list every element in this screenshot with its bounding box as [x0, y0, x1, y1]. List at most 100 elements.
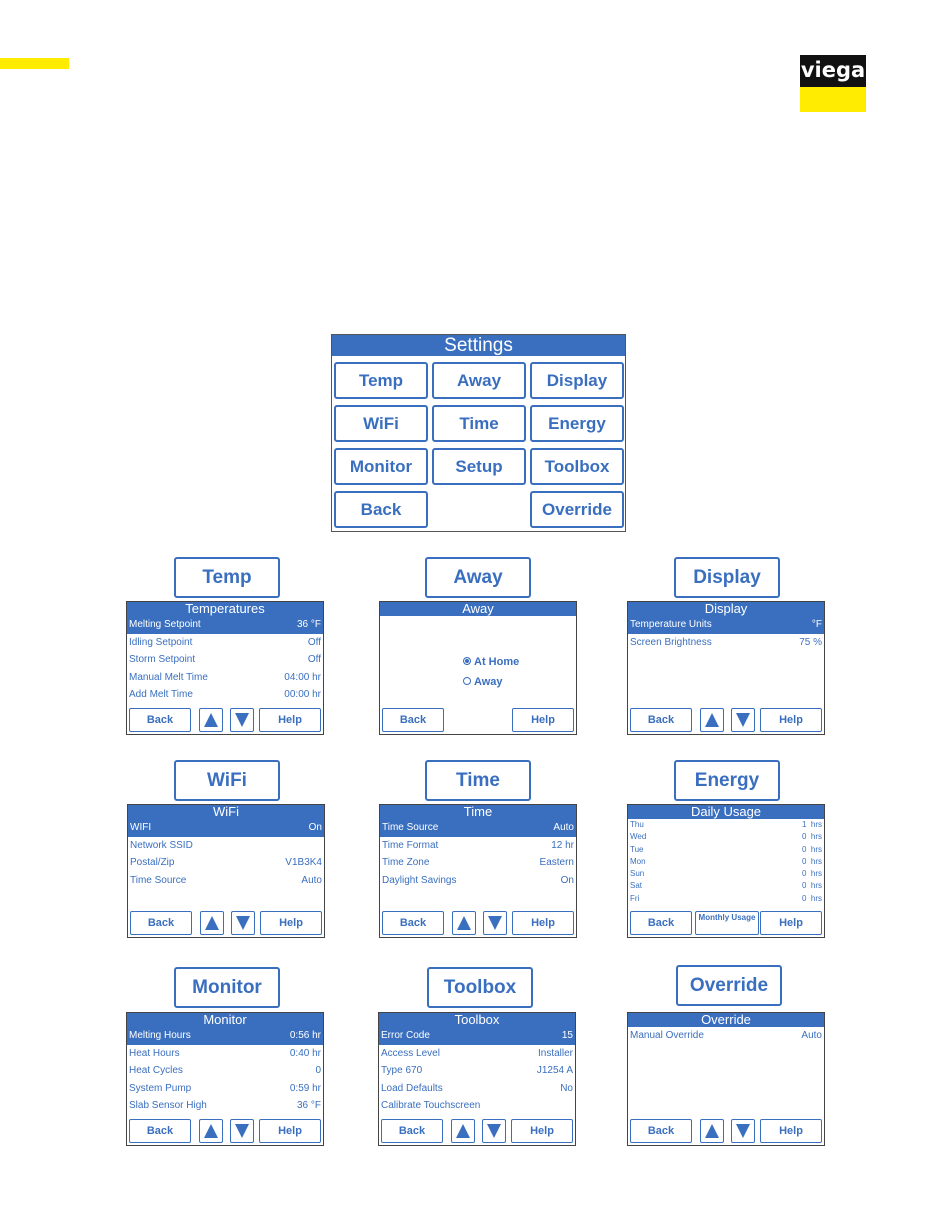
arrow-up-icon: [204, 1124, 218, 1138]
screen-title: Time: [380, 805, 576, 819]
back-button[interactable]: Back: [630, 911, 692, 935]
arrow-up-icon: [205, 916, 219, 930]
back-button[interactable]: Back: [382, 911, 444, 935]
down-arrow-button[interactable]: [731, 1119, 755, 1143]
help-button[interactable]: Help: [259, 1119, 321, 1143]
arrow-up-icon: [456, 1124, 470, 1138]
toolbox-button[interactable]: Toolbox: [530, 448, 624, 485]
list-item[interactable]: Temperature Units°F: [628, 616, 824, 634]
down-arrow-button[interactable]: [231, 911, 255, 935]
arrow-up-icon: [457, 916, 471, 930]
down-arrow-button[interactable]: [230, 1119, 254, 1143]
override-button[interactable]: Override: [530, 491, 624, 528]
back-button[interactable]: Back: [129, 708, 191, 732]
monitor-button[interactable]: Monitor: [334, 448, 428, 485]
monthly-usage-button[interactable]: Monthly Usage: [695, 911, 759, 935]
up-arrow-button[interactable]: [452, 911, 476, 935]
down-arrow-button[interactable]: [731, 708, 755, 732]
help-button[interactable]: Help: [512, 708, 574, 732]
arrow-down-icon: [736, 1124, 750, 1138]
at-home-radio[interactable]: At Home: [463, 656, 519, 668]
help-button[interactable]: Help: [259, 708, 321, 732]
help-button[interactable]: Help: [512, 911, 574, 935]
back-button[interactable]: Back: [381, 1119, 443, 1143]
back-button[interactable]: Back: [630, 708, 692, 732]
back-button[interactable]: Back: [630, 1119, 692, 1143]
up-arrow-button[interactable]: [451, 1119, 475, 1143]
toolbox-label: Toolbox: [427, 967, 533, 1008]
screen-title: Override: [628, 1013, 824, 1027]
back-button[interactable]: Back: [129, 1119, 191, 1143]
away-button[interactable]: Away: [432, 362, 526, 399]
display-button[interactable]: Display: [530, 362, 624, 399]
temp-button[interactable]: Temp: [334, 362, 428, 399]
energy-button[interactable]: Energy: [530, 405, 624, 442]
viega-logo: viega: [800, 55, 866, 112]
up-arrow-button[interactable]: [200, 911, 224, 935]
up-arrow-button[interactable]: [199, 1119, 223, 1143]
settings-title: Settings: [332, 335, 625, 356]
down-arrow-button[interactable]: [230, 708, 254, 732]
screen-title: Daily Usage: [628, 805, 824, 819]
arrow-up-icon: [705, 1124, 719, 1138]
list-item[interactable]: Calibrate Touchscreen: [381, 1100, 481, 1111]
screen-title: Toolbox: [379, 1013, 575, 1027]
back-button[interactable]: Back: [382, 708, 444, 732]
screen-title: Monitor: [127, 1013, 323, 1027]
help-button[interactable]: Help: [760, 708, 822, 732]
help-button[interactable]: Help: [760, 1119, 822, 1143]
down-arrow-button[interactable]: [483, 911, 507, 935]
logo-text: viega: [800, 55, 866, 87]
away-radio[interactable]: Away: [463, 676, 503, 688]
help-button[interactable]: Help: [511, 1119, 573, 1143]
help-button[interactable]: Help: [260, 911, 322, 935]
back-button[interactable]: Back: [130, 911, 192, 935]
display-screen: Display Temperature Units°F Screen Brigh…: [627, 601, 825, 735]
setup-button[interactable]: Setup: [432, 448, 526, 485]
back-button[interactable]: Back: [334, 491, 428, 528]
monitor-label: Monitor: [174, 967, 280, 1008]
help-button[interactable]: Help: [760, 911, 822, 935]
arrow-up-icon: [204, 713, 218, 727]
list-item[interactable]: Network SSID: [130, 839, 193, 851]
radio-empty-icon: [463, 677, 471, 686]
up-arrow-button[interactable]: [700, 1119, 724, 1143]
up-arrow-button[interactable]: [700, 708, 724, 732]
screen-title: Display: [628, 602, 824, 616]
up-arrow-button[interactable]: [199, 708, 223, 732]
down-arrow-button[interactable]: [482, 1119, 506, 1143]
wifi-button[interactable]: WiFi: [334, 405, 428, 442]
time-button[interactable]: Time: [432, 405, 526, 442]
arrow-down-icon: [236, 916, 250, 930]
